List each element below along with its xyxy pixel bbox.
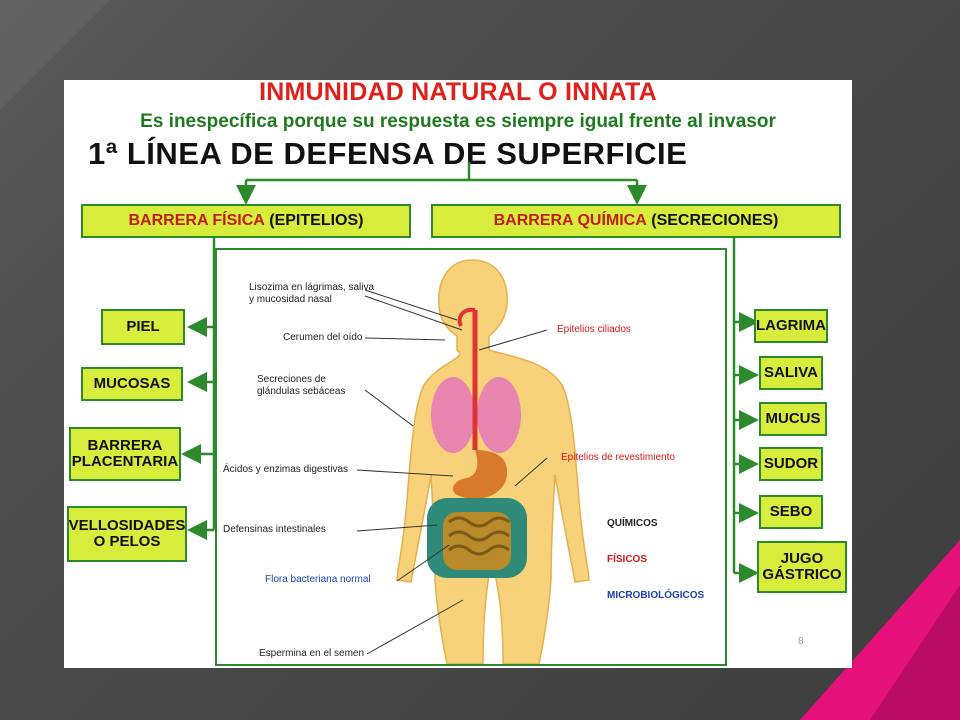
chemical-item-sudor: SUDOR xyxy=(759,447,823,481)
physical-item-mucosas: MUCOSAS xyxy=(81,367,183,401)
chemical-item-jugo-gastrico: JUGO GÁSTRICO xyxy=(757,541,847,593)
legend-microbiologicos: MICROBIOLÓGICOS xyxy=(607,590,705,601)
section-heading: 1ª LÍNEA DE DEFENSA DE SUPERFICIE xyxy=(88,136,688,171)
physical-item-vellosidades: VELLOSIDADES O PELOS xyxy=(67,506,187,562)
slide-title: INMUNIDAD NATURAL O INNATA xyxy=(259,80,657,106)
barrier-physical-main: BARRERA FÍSICA xyxy=(128,211,265,229)
barrier-chemical-tail: (SECRECIONES) xyxy=(651,211,779,229)
connector-lines xyxy=(181,162,759,583)
label-lisozima: Lisozima en lágrimas, saliva y mucosidad… xyxy=(249,282,375,305)
label-flora: Flora bacteriana normal xyxy=(265,574,371,585)
label-acidos: Ácidos y enzimas digestivas xyxy=(223,464,349,475)
legend-fisicos: FÍSICOS xyxy=(607,554,648,565)
chemical-item-saliva: SALIVA xyxy=(759,356,823,390)
physical-item-piel: PIEL xyxy=(101,309,185,345)
barrier-physical-box: BARRERA FÍSICA (EPITELIOS) xyxy=(81,204,411,238)
label-defensinas: Defensinas intestinales xyxy=(223,524,326,535)
label-espermina: Espermina en el semen xyxy=(259,648,365,659)
chemical-item-mucus: MUCUS xyxy=(759,402,827,436)
label-ciliados: Epitelios ciliados xyxy=(557,324,631,335)
human-body-illustration xyxy=(356,259,590,665)
barrier-chemical-box: BARRERA QUÍMICA (SECRECIONES) xyxy=(431,204,841,238)
legend-quimicos: QUÍMICOS xyxy=(607,518,658,529)
label-secreciones: Secreciones de glándulas sebáceas xyxy=(257,374,346,397)
slide-subtitle: Es inespecífica porque su respuesta es s… xyxy=(140,111,776,132)
physical-item-placentaria: BARRERA PLACENTARIA xyxy=(69,427,181,481)
barrier-chemical-main: BARRERA QUÍMICA xyxy=(493,211,647,229)
chemical-item-lagrima: LAGRIMA xyxy=(754,309,828,343)
slide: INMUNIDAD NATURAL O INNATA Es inespecífi… xyxy=(64,80,852,668)
page-number: 8 xyxy=(798,636,804,647)
chemical-item-sebo: SEBO xyxy=(759,495,823,529)
body-diagram: Lisozima en lágrimas, saliva y mucosidad… xyxy=(215,248,727,666)
label-revestimiento: Epitelios de revestimiento xyxy=(561,452,675,463)
label-cerumen: Cerumen del oído xyxy=(283,332,363,343)
barrier-physical-tail: (EPITELIOS) xyxy=(269,211,364,229)
